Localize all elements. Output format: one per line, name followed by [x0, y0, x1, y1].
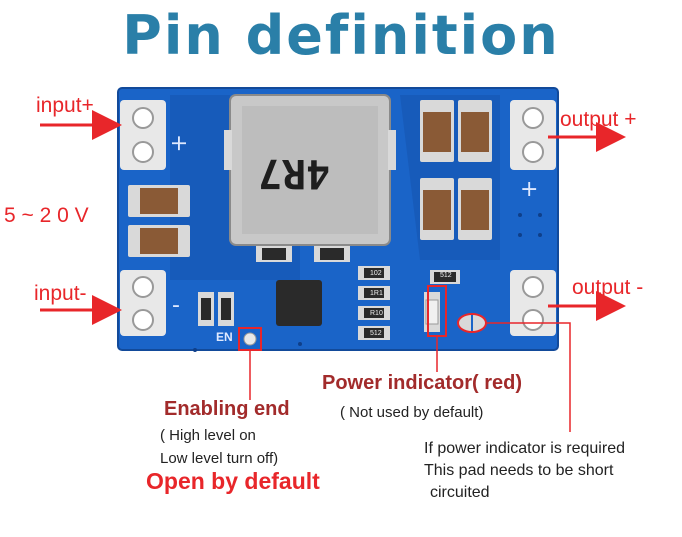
input-minus-label: input- [34, 282, 87, 305]
svg-text:+: + [166, 134, 191, 152]
resistor-array [358, 266, 390, 340]
inductor [224, 94, 396, 246]
voltage-label: 5 ~ 2 0 V [4, 204, 89, 227]
inductor-marking: 4R7 [258, 150, 331, 196]
output-plus-pads [510, 100, 556, 170]
input-capacitors [128, 185, 190, 257]
output-capacitors [420, 100, 492, 240]
resistor-marking: 512 [370, 330, 382, 337]
input-plus-label: input+ [36, 94, 94, 117]
enable-line2: Low level turn off) [160, 450, 279, 467]
short-note-line1: If power indicator is required [424, 440, 625, 457]
output-minus-pads [510, 270, 556, 336]
enable-line1: ( High level on [160, 427, 256, 444]
output-minus-label: output - [572, 276, 644, 299]
resistor-marking: R10 [370, 310, 383, 317]
short-note-line3: circuited [430, 484, 490, 501]
input-minus-pads [120, 270, 166, 336]
svg-text:-: - [172, 293, 180, 318]
power-indicator-note: ( Not used by default) [340, 404, 484, 421]
en-silk-label: EN [216, 330, 233, 344]
ic-chip [276, 280, 322, 326]
enable-title: Enabling end [164, 398, 290, 420]
resistor-marking: 1R1 [370, 290, 383, 297]
output-plus-label: output + [560, 108, 637, 131]
resistor-marking: 102 [370, 270, 382, 277]
page-title: Pin definition [122, 4, 560, 67]
short-note-line2: This pad needs to be short [424, 462, 614, 479]
input-plus-pads [120, 100, 166, 170]
resistor-marking: 512 [440, 272, 452, 279]
enable-default: Open by default [146, 468, 320, 494]
power-indicator-title: Power indicator( red) [322, 372, 523, 394]
svg-text:+: + [520, 177, 538, 202]
